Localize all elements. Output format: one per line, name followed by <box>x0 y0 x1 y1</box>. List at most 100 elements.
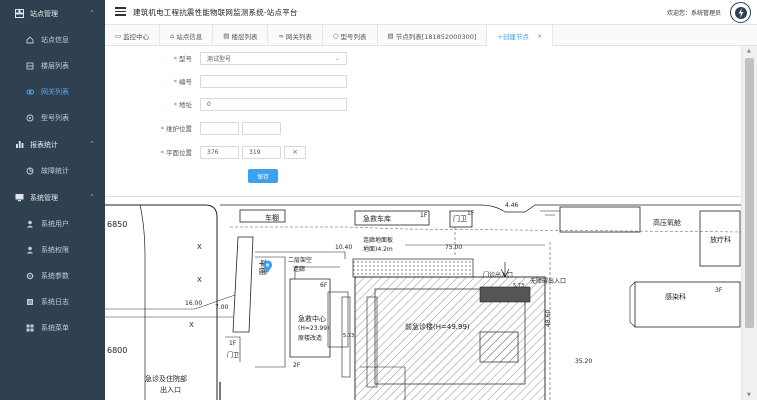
user-icon <box>26 220 34 228</box>
home-icon <box>26 36 34 44</box>
required-mark: * <box>160 125 164 133</box>
chevron-up-icon: ⌃ <box>89 193 95 201</box>
tab-site-info[interactable]: ⌂ 站点信息 <box>160 25 214 46</box>
number-label: *编号 <box>105 76 200 86</box>
sidebar-item-system-menu[interactable]: 系统菜单 <box>0 315 105 341</box>
scrollbar[interactable]: ▲ ▼ <box>741 46 757 400</box>
tab-label: 楼层列表 <box>231 32 258 41</box>
coord-label: 6850 <box>107 220 127 229</box>
model-label: *型号 <box>105 53 200 63</box>
sidebar-item-label: 故障统计 <box>41 167 69 175</box>
maintenance-input-1[interactable] <box>200 121 239 135</box>
sidebar-group-system[interactable]: 系统管理 ⌃ <box>0 184 105 211</box>
scroll-up-icon[interactable]: ▲ <box>747 48 751 54</box>
location-pin-icon[interactable] <box>262 260 273 274</box>
tag-icon <box>26 114 34 122</box>
tab-label: +创建节点 <box>497 32 529 41</box>
close-icon[interactable]: × <box>536 31 543 40</box>
settings-icon <box>26 272 34 280</box>
layers-icon <box>26 62 34 70</box>
emergency-center-label: 急救中心 <box>298 314 326 323</box>
sidebar-item-system-params[interactable]: 系统参数 <box>0 263 105 289</box>
chevron-up-icon: ⌃ <box>89 9 95 17</box>
model-select-value: 测试型号 <box>207 55 232 63</box>
permission-icon <box>26 246 34 254</box>
scrollbar-thumb[interactable] <box>745 58 754 328</box>
outpatient-label: 前急诊楼(H=49.99) <box>405 322 470 331</box>
maintenance-input-2[interactable] <box>242 121 281 135</box>
layers-icon: ▤ <box>223 31 230 40</box>
sidebar-item-site-info[interactable]: 站点信息 <box>0 27 105 53</box>
dimension-label: 5.73 <box>513 283 524 289</box>
maintenance-label: *维护位置 <box>105 123 200 133</box>
plane-y-input[interactable]: 319 <box>242 145 281 159</box>
address-label: *地址 <box>105 99 200 109</box>
floor-plan[interactable]: 6850 6800 X X X 车棚 急救车库 1F 门卫 1F 4.46 高压… <box>105 196 741 400</box>
grid-icon <box>26 324 34 332</box>
save-button[interactable]: 保存 <box>248 169 278 183</box>
app-title: 建筑机电工程抗震性能物联网监测系统-站点平台 <box>133 8 298 17</box>
dimension-label: 48.60 <box>545 310 552 327</box>
scroll-down-icon[interactable]: ▼ <box>747 392 751 398</box>
sidebar-group-label: 站点管理 <box>30 9 58 18</box>
sidebar-item-system-users[interactable]: 系统用户 <box>0 211 105 237</box>
sidebar-item-label: 系统日志 <box>41 298 69 306</box>
sidebar-item-system-logs[interactable]: 系统日志 <box>0 289 105 315</box>
dimension-label: 4.46 <box>505 202 519 209</box>
log-icon <box>26 298 34 306</box>
sidebar-item-label: 系统菜单 <box>41 324 69 332</box>
entrance-label: 无障碍出入口 <box>530 277 566 285</box>
sidebar-item-fault-statistics[interactable]: 故障统计 <box>0 158 105 184</box>
sidebar-item-model-list[interactable]: 型号列表 <box>0 105 105 131</box>
maintenance-label-text: 维护位置 <box>166 125 192 133</box>
plane-position-row: *平面位置 376 319 × <box>105 145 306 159</box>
number-input[interactable] <box>200 74 347 88</box>
sidebar-item-gateway-list[interactable]: 网关列表 <box>0 79 105 105</box>
maintenance-row: *维护位置 <box>105 121 281 135</box>
clear-position-button[interactable]: × <box>284 145 306 159</box>
address-row: *地址 0 <box>105 97 347 111</box>
sidebar-item-system-permissions[interactable]: 系统权限 <box>0 237 105 263</box>
menu-toggle-icon[interactable] <box>115 7 126 16</box>
tab-model-list[interactable]: ○ 型号列表 <box>323 25 378 46</box>
sidebar-item-label: 型号列表 <box>41 114 69 122</box>
sidebar-item-label: 系统权限 <box>41 246 69 254</box>
sidebar-group-report[interactable]: 报表统计 ⌃ <box>0 131 105 158</box>
x-mark: X <box>197 243 202 251</box>
tab-create-node[interactable]: +创建节点 × <box>487 25 554 46</box>
required-mark: * <box>173 55 177 63</box>
model-select[interactable]: 测试型号 ⌄ <box>200 51 347 65</box>
hyperbaric-label: 高压氧舱 <box>653 218 681 227</box>
chevron-up-icon: ⌃ <box>89 140 95 148</box>
node-icon: ▤ <box>387 31 394 40</box>
connector-label: 连廊地面板 <box>363 236 393 244</box>
floor-label: 2F <box>293 362 301 369</box>
tab-gateway-list[interactable]: ∞ 网关列表 <box>268 25 323 46</box>
tab-label: 网关列表 <box>285 32 312 41</box>
chevron-down-icon: ⌄ <box>334 54 340 62</box>
welcome-text: 欢迎您：系统管理员 <box>666 10 721 17</box>
sidebar: 站点管理 ⌃ 站点信息 楼层列表 网关列表 型号列表 报表统计 ⌃ 故障统计 系… <box>0 0 105 400</box>
gateway-icon <box>26 88 34 96</box>
address-input[interactable]: 0 <box>200 97 347 111</box>
emergency-garage-label: 急救车库 <box>363 214 391 223</box>
dimension-label: 16.00 <box>185 300 202 307</box>
address-label-text: 地址 <box>179 101 192 109</box>
tab-label: 节点列表[181852000300] <box>395 32 477 41</box>
sidebar-group-label: 报表统计 <box>30 140 58 149</box>
avatar[interactable] <box>730 2 751 23</box>
sidebar-group-site-management[interactable]: 站点管理 ⌃ <box>0 0 105 27</box>
tab-monitor-center[interactable]: ▭ 监控中心 <box>105 25 161 46</box>
sidebar-item-floor-list[interactable]: 楼层列表 <box>0 53 105 79</box>
elevation-label: 地面)4.2m <box>363 245 393 253</box>
radiotherapy-label: 放疗科 <box>710 235 731 244</box>
sidebar-group-label: 系统管理 <box>30 193 58 202</box>
dimension-label: 7.00 <box>215 304 229 311</box>
sidebar-item-label: 网关列表 <box>41 88 69 96</box>
sidebar-item-label: 楼层列表 <box>41 62 69 70</box>
garage-label: 车棚 <box>258 259 268 275</box>
plane-x-input[interactable]: 376 <box>200 145 239 159</box>
tab-node-list[interactable]: ▤ 节点列表[181852000300] <box>378 25 488 46</box>
tab-floor-list[interactable]: ▤ 楼层列表 <box>213 25 269 46</box>
tab-bar: ▭ 监控中心 ⌂ 站点信息 ▤ 楼层列表 ∞ 网关列表 ○ 型号列表 ▤ 节点列… <box>105 25 757 46</box>
